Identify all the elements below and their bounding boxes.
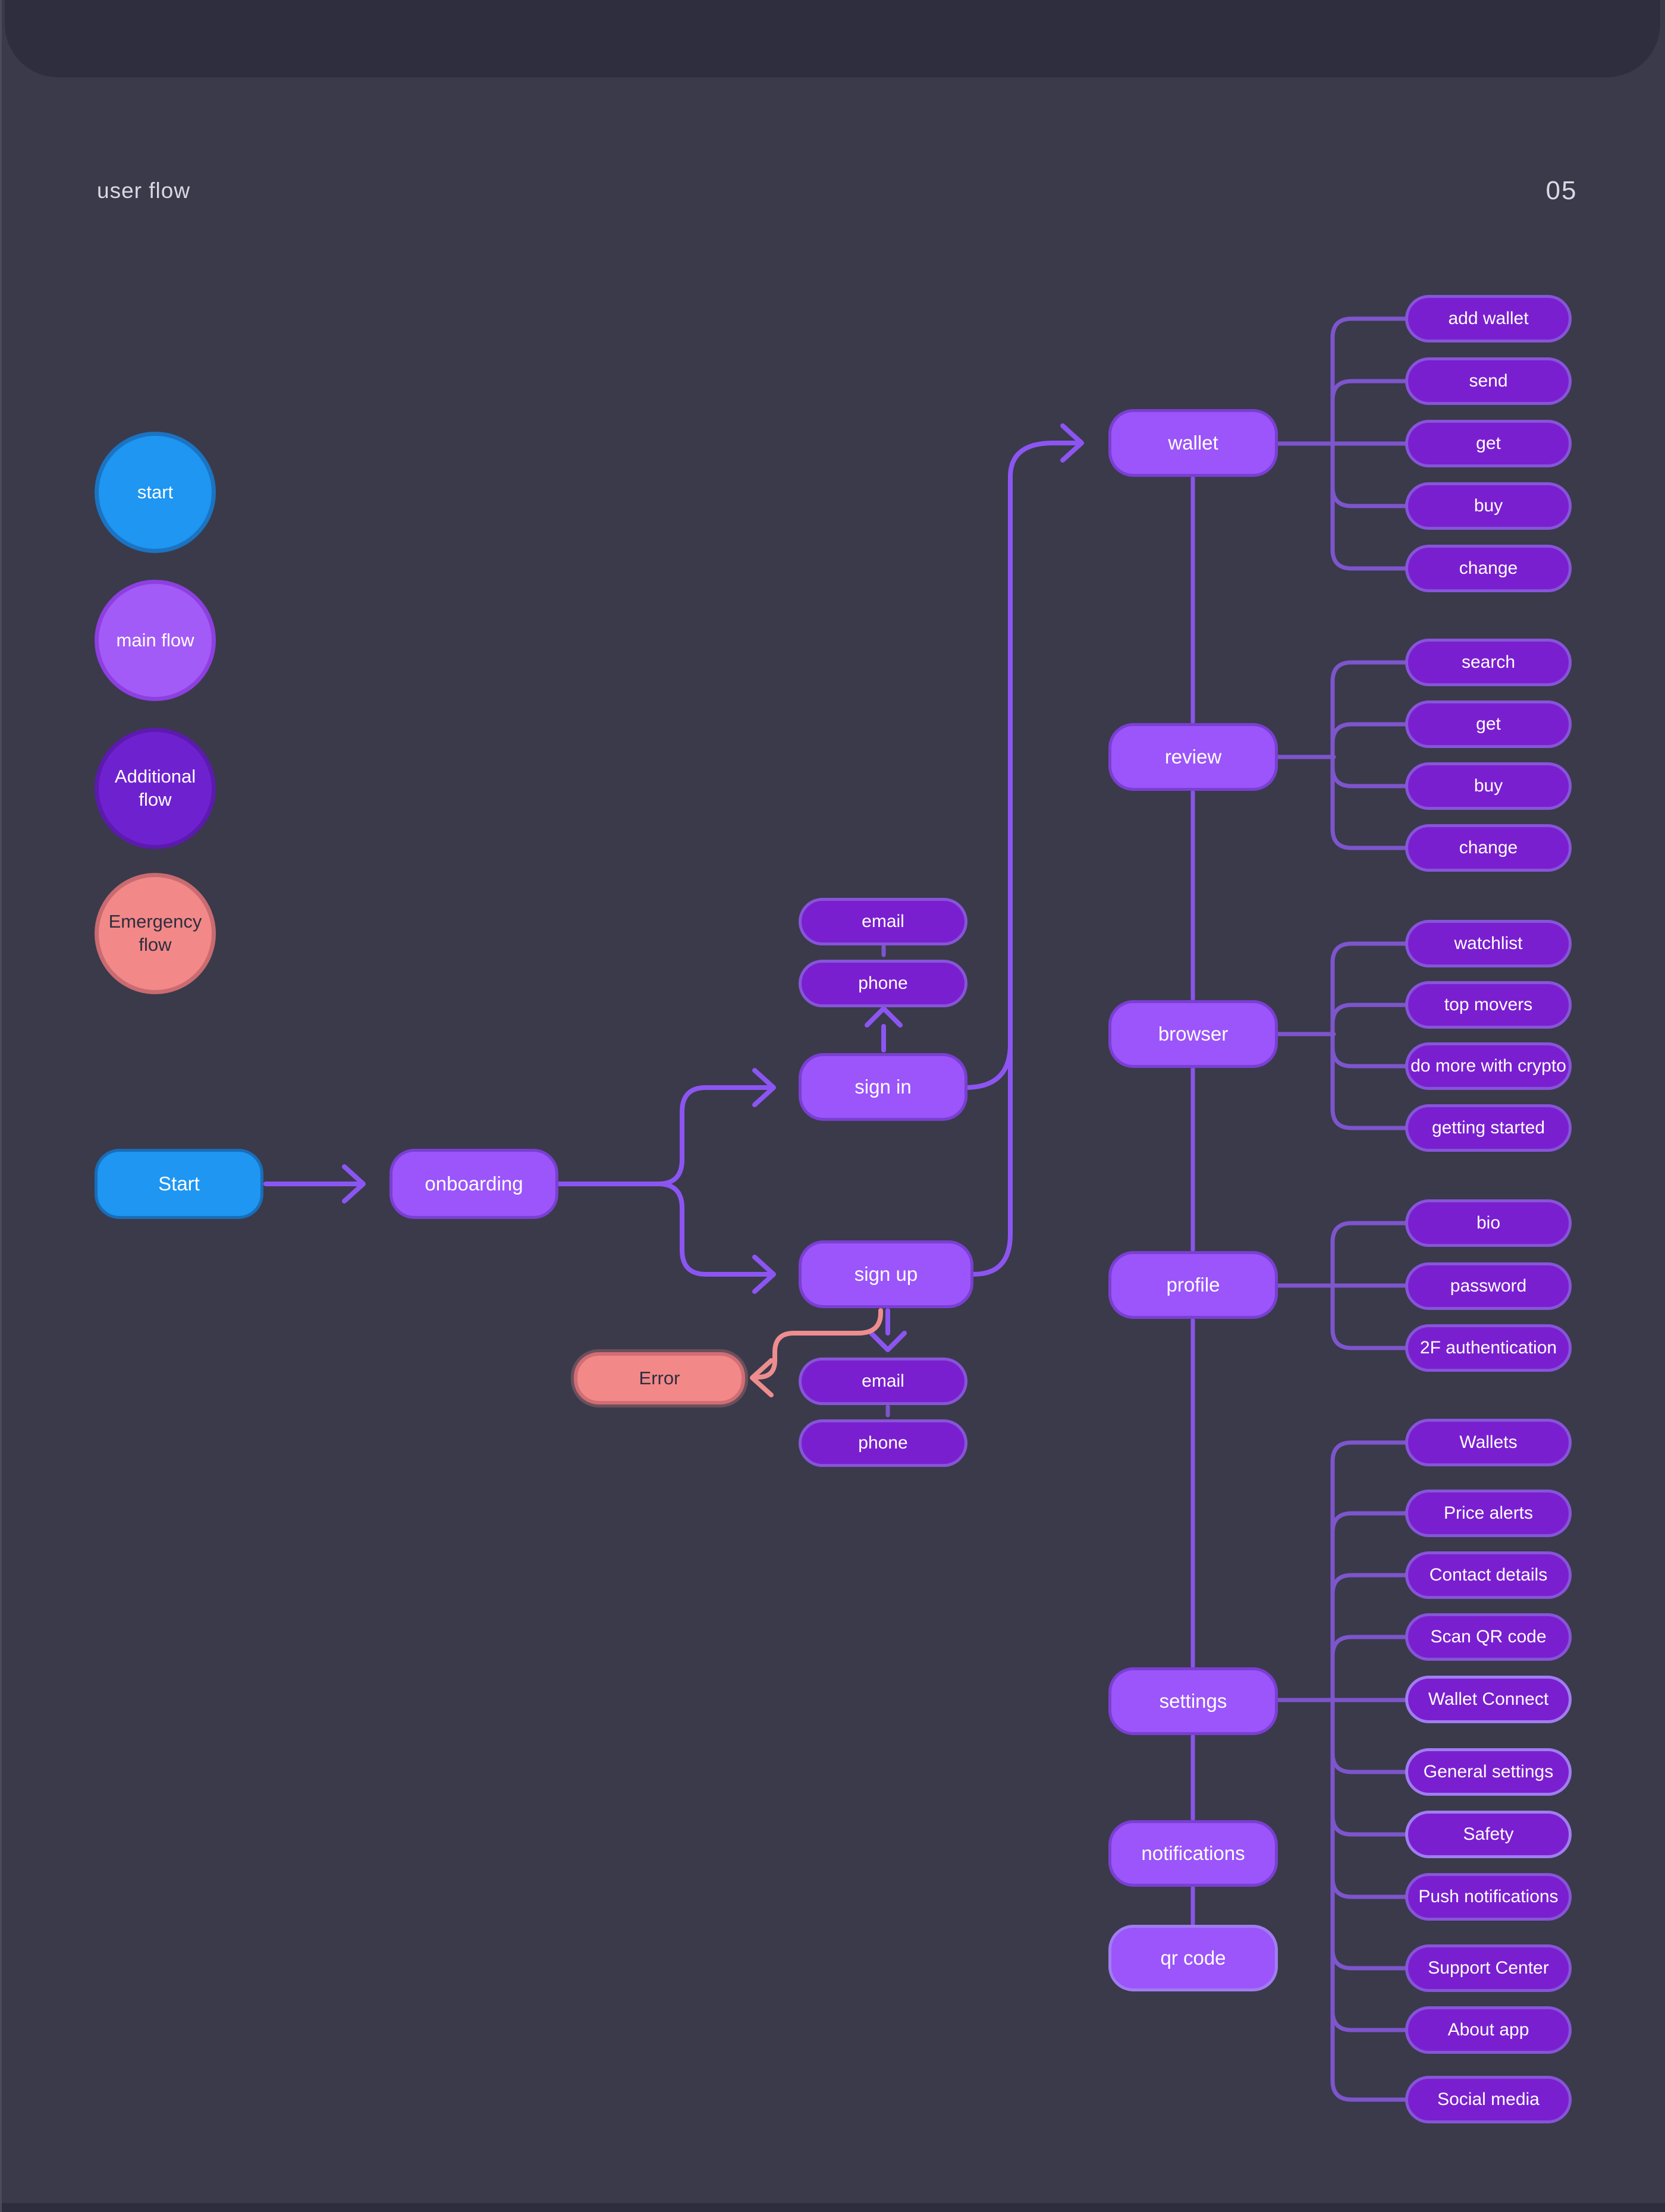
bottom-bar: [2, 2203, 1665, 2212]
node-sign-in-email: email: [799, 898, 967, 945]
child-top-movers: top movers: [1405, 981, 1572, 1029]
node-error: Error: [574, 1352, 745, 1405]
node-browser: browser: [1108, 1000, 1278, 1068]
page-number: 05: [1545, 176, 1578, 205]
legend-additional-flow-circle: Additional flow: [95, 728, 216, 849]
node-sign-in-phone: phone: [799, 960, 967, 1007]
child-search: search: [1405, 639, 1572, 686]
legend-emergency-flow-circle: Emergency flow: [95, 873, 216, 994]
node-sign-up: sign up: [799, 1240, 973, 1308]
child-getting-started: getting started: [1405, 1104, 1572, 1152]
child-scan-qr-code: Scan QR code: [1405, 1613, 1572, 1661]
child-buy: buy: [1405, 482, 1572, 530]
child-contact-details: Contact details: [1405, 1551, 1572, 1599]
child-about-app: About app: [1405, 2006, 1572, 2054]
child-send: send: [1405, 357, 1572, 405]
child-watchlist: watchlist: [1405, 920, 1572, 967]
legend-start-circle: start: [95, 432, 216, 553]
child-bio: bio: [1405, 1199, 1572, 1247]
connector-error-flow: [750, 1308, 883, 1397]
child-review-get: get: [1405, 700, 1572, 748]
child-add-wallet: add wallet: [1405, 295, 1572, 343]
child-wallets: Wallets: [1405, 1419, 1572, 1466]
child-password: password: [1405, 1262, 1572, 1310]
node-start: Start: [95, 1149, 263, 1219]
page-title: user flow: [97, 178, 191, 203]
child-support-center: Support Center: [1405, 1944, 1572, 1992]
node-profile: profile: [1108, 1251, 1278, 1319]
connector-wallet-branch: [1276, 316, 1408, 571]
child-push-notifications: Push notifications: [1405, 1873, 1572, 1921]
top-bar: [5, 0, 1660, 77]
child-wallet-connect: Wallet Connect: [1405, 1676, 1572, 1723]
node-review: review: [1108, 723, 1278, 791]
child-review-buy: buy: [1405, 762, 1572, 810]
node-qr-code: qr code: [1108, 1925, 1278, 1991]
child-general-settings: General settings: [1405, 1748, 1572, 1796]
child-social-media: Social media: [1405, 2076, 1572, 2123]
node-settings: settings: [1108, 1667, 1278, 1735]
connector-browser-branch: [1276, 941, 1408, 1130]
node-sign-in: sign in: [799, 1053, 967, 1121]
child-review-change: change: [1405, 824, 1572, 872]
child-get: get: [1405, 420, 1572, 467]
child-safety: Safety: [1405, 1811, 1572, 1858]
node-notifications: notifications: [1108, 1820, 1278, 1887]
child-price-alerts: Price alerts: [1405, 1490, 1572, 1537]
node-wallet: wallet: [1108, 409, 1278, 477]
connector-settings-branch: [1276, 1440, 1408, 2102]
child-change: change: [1405, 545, 1572, 592]
child-do-more-with-crypto: do more with crypto: [1405, 1042, 1572, 1090]
connector-main-flow: [263, 423, 1084, 1418]
node-sign-up-phone: phone: [799, 1419, 967, 1467]
legend-main-flow-circle: main flow: [95, 580, 216, 701]
node-sign-up-email: email: [799, 1358, 967, 1405]
connector-profile-branch: [1276, 1221, 1408, 1350]
child-2f-authentication: 2F authentication: [1405, 1324, 1572, 1372]
connector-review-branch: [1276, 660, 1408, 850]
node-onboarding: onboarding: [389, 1149, 558, 1219]
